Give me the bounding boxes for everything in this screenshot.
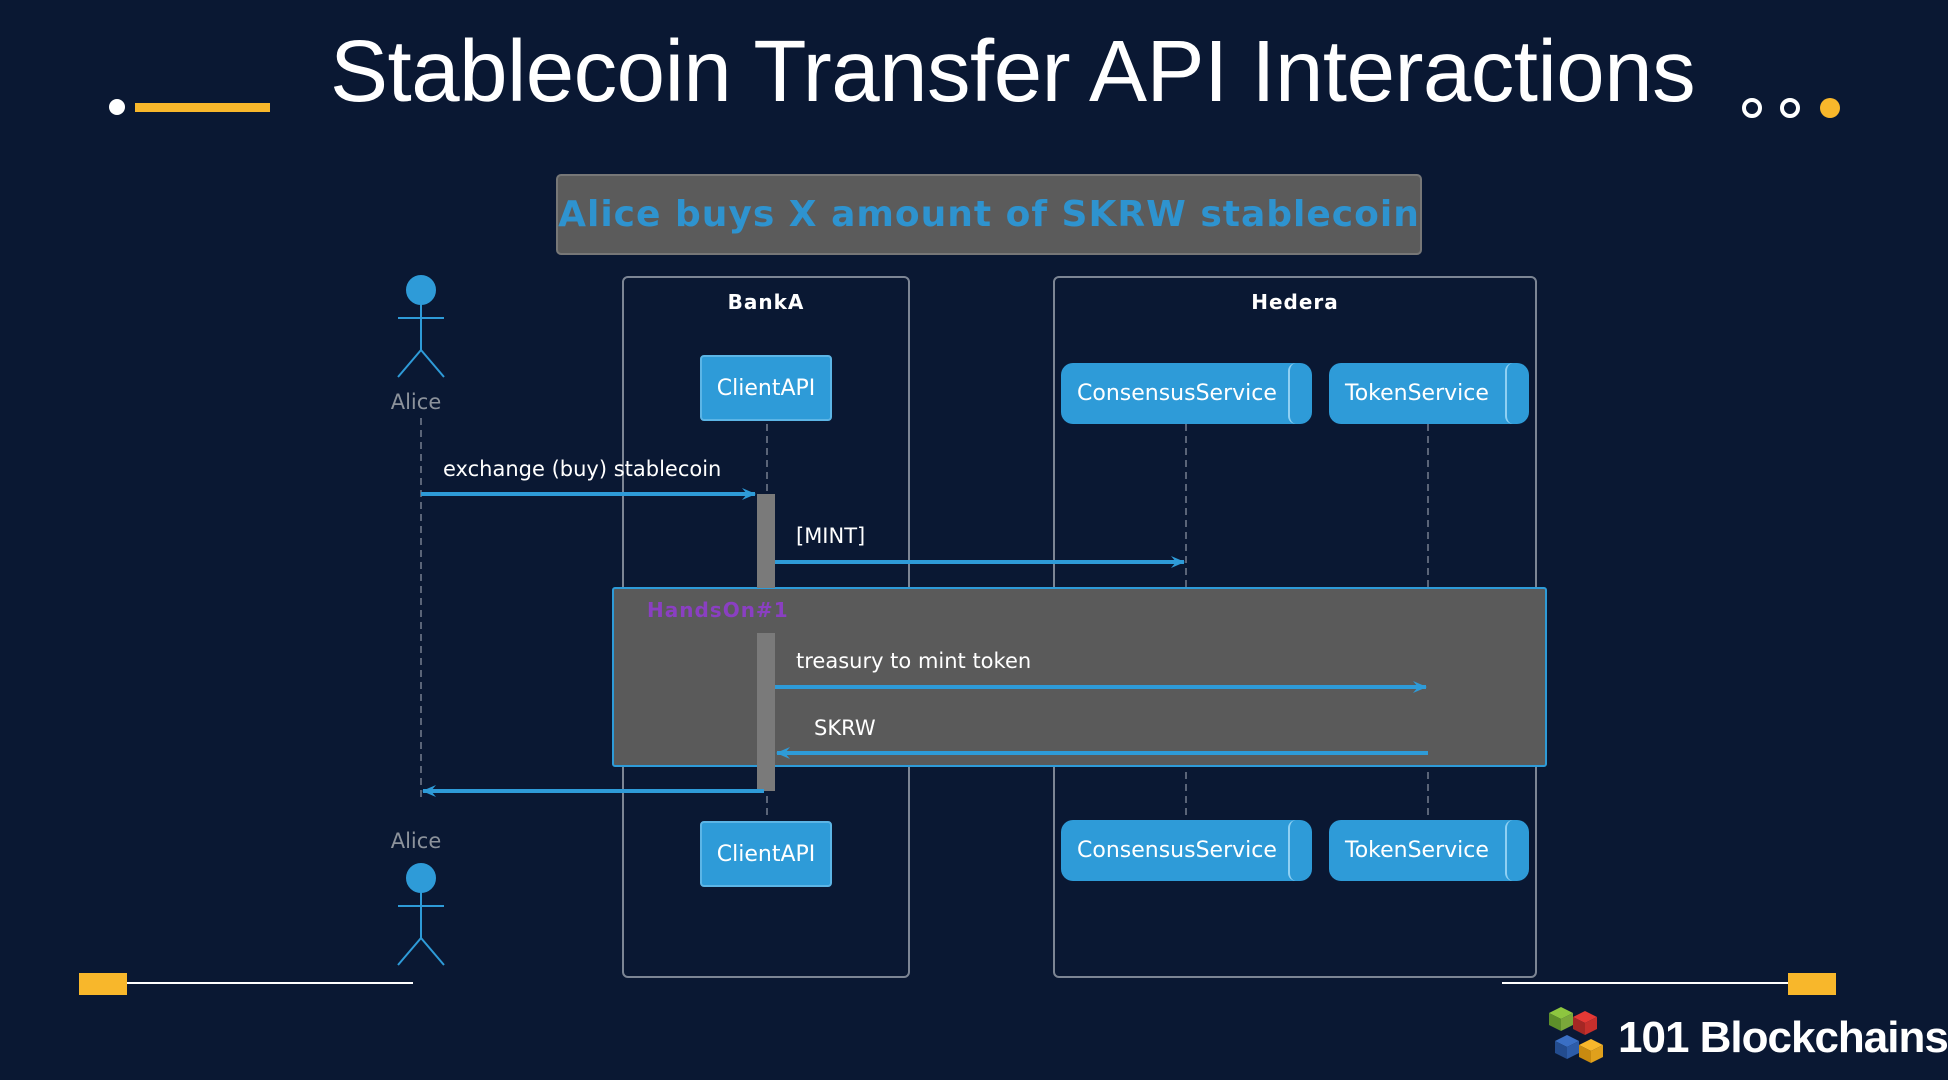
actor-label-bottom: Alice <box>390 829 442 853</box>
actor-icon-top <box>397 275 445 378</box>
activation-bar-2 <box>757 633 775 791</box>
participant-clientapi-bottom: ClientAPI <box>700 821 832 887</box>
participant-token-bottom: TokenService <box>1329 820 1529 881</box>
decor-dot-right-2 <box>1780 98 1800 118</box>
actor-icon-bottom <box>397 863 445 966</box>
slide-title: Stablecoin Transfer API Interactions <box>330 23 1696 120</box>
group-label: HandsOn#1 <box>647 598 789 622</box>
decor-dot-right-1 <box>1742 98 1762 118</box>
box-hedera-label: Hedera <box>1251 290 1339 314</box>
message-exchange: exchange (buy) stablecoin <box>443 457 722 481</box>
box-banka-label: BankA <box>727 290 805 314</box>
participant-consensus-bottom: ConsensusService <box>1061 820 1312 881</box>
message-treasury: treasury to mint token <box>796 649 1032 673</box>
participant-consensus-top: ConsensusService <box>1061 363 1312 424</box>
decor-dot-right-3 <box>1820 98 1840 118</box>
participant-token-top: TokenService <box>1329 363 1529 424</box>
message-skrw: SKRW <box>814 716 876 740</box>
decor-bar-left <box>135 103 270 112</box>
decor-dot-left <box>109 99 125 115</box>
actor-label-top: Alice <box>390 390 442 414</box>
diagram-title: Alice buys X amount of SKRW stablecoin <box>556 174 1422 255</box>
decor-footer-block-left <box>79 973 127 995</box>
participant-clientapi-top: ClientAPI <box>700 355 832 421</box>
message-mint: [MINT] <box>796 524 866 548</box>
brand-logo-icon <box>1549 1007 1603 1063</box>
activation-bar-1 <box>757 494 775 588</box>
decor-footer-block-right <box>1788 973 1836 995</box>
brand-name: 101 Blockchains <box>1618 1013 1948 1062</box>
